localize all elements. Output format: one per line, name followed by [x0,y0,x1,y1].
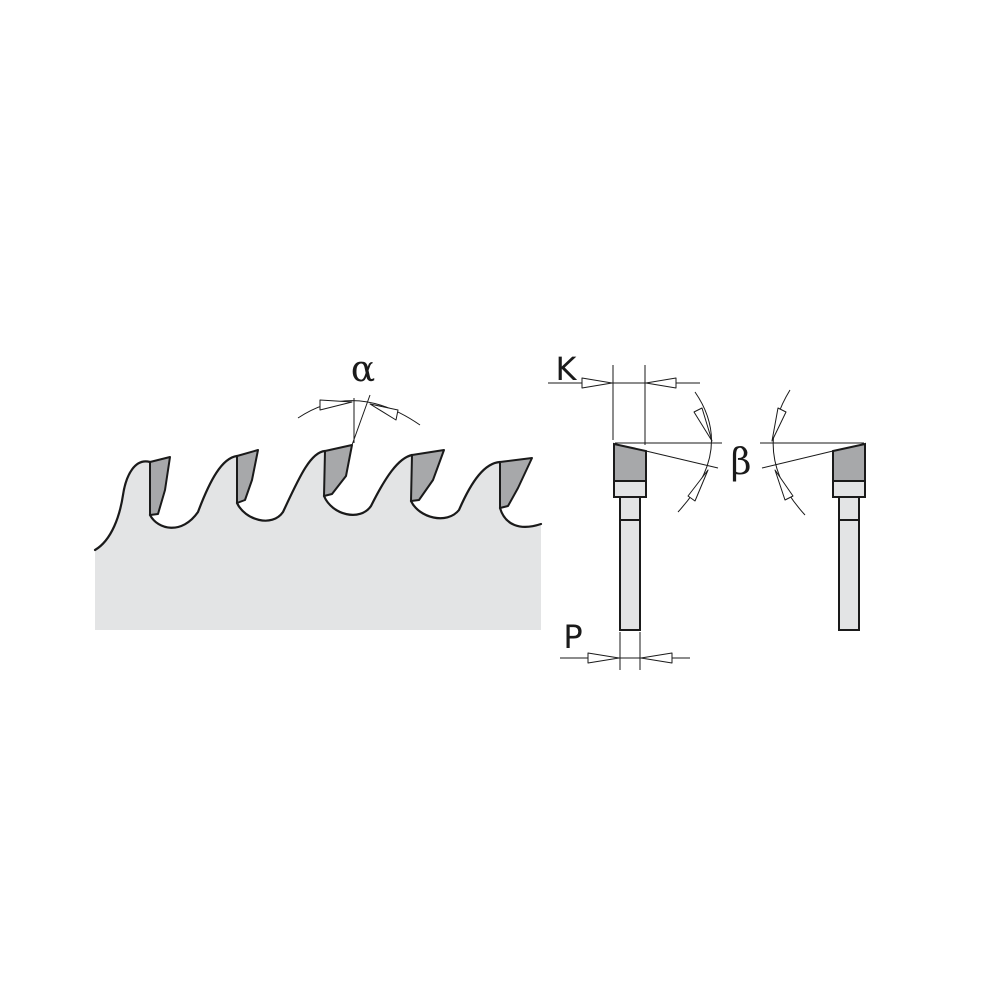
plate-arrow-right [640,652,673,664]
rake-face-line [351,394,371,446]
plate-label: P [563,618,582,656]
alpha-label: α [351,349,375,390]
bevel-annotation-left [615,391,722,513]
kerf-arrow-right [645,377,677,389]
bevel-annotation-right [760,389,864,516]
plate-dimension: P [560,618,690,670]
bevel-face-line-right [761,450,834,469]
kerf-label: K [556,350,578,388]
beta-label: β [731,442,752,483]
tooth-head-right [832,442,866,482]
bevel-arrow-left-top [693,407,713,442]
rake-arrow-right [369,403,399,421]
tooth-front-view-right [760,389,866,631]
tooth-front-view: K P β [548,350,751,670]
blade-plate-right [838,496,860,631]
bevel-arrow-left-bottom [687,469,709,502]
carbide-tip-5 [499,457,533,509]
blade-plate [619,496,641,631]
rake-angle-annotation: α [297,349,421,446]
carbide-tip-4 [410,449,445,502]
kerf-dimension: K [548,350,700,445]
kerf-arrow-left [581,377,613,389]
bevel-face-line-left [645,450,719,469]
carbide-tip-1 [149,456,171,516]
plate-arrow-left [587,652,620,664]
rake-arrow-left [319,399,353,411]
blade-tooth-outline [93,449,543,552]
blade-side-view: α [93,349,543,630]
bevel-arrow-right-top [771,407,787,442]
blade-body [95,451,541,630]
tooth-braze-band-right [832,480,866,498]
tooth-head [613,442,647,482]
rake-arc [297,400,421,426]
carbide-tip-2 [236,449,259,504]
bevel-arc-left [677,391,712,513]
bevel-arc-right [772,389,806,516]
carbide-tip-3 [323,444,353,497]
bevel-arrow-right-bottom [774,469,794,501]
tooth-braze-band [613,480,647,498]
